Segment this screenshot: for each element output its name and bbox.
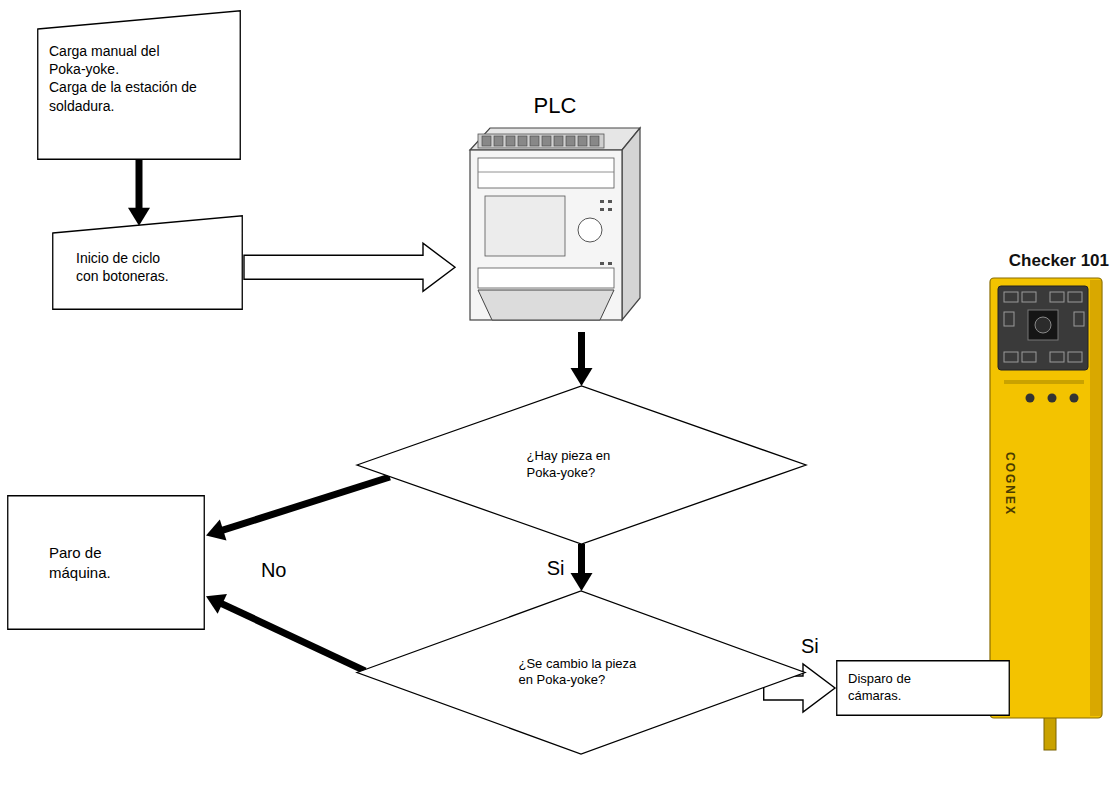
product-name: Checker 101 (1009, 252, 1109, 271)
block-arrow (244, 243, 455, 291)
arrow-connector (571, 544, 593, 591)
arrow-shaft (578, 332, 585, 370)
node-outline (7, 495, 205, 630)
arrow-head (571, 368, 593, 386)
decision-diamond: ¿Hay pieza en Poka-yoke? (356, 385, 807, 545)
step-text: Inicio de ciclo con botoneras. (76, 249, 186, 285)
outline-shape (837, 661, 1010, 716)
arrow-shaft (578, 544, 585, 575)
action-text: Disparo de cámaras. (848, 671, 938, 705)
step-text: Carga manual del Poka-yoke. (49, 42, 199, 78)
outline-shape (38, 11, 241, 160)
device-name: PLC (534, 92, 577, 121)
outline-shape (8, 496, 205, 630)
outline-shape (357, 386, 806, 544)
plc-unit: PLC (455, 92, 655, 332)
arrow-connector (206, 477, 390, 541)
action-text: Paro de máquina. (49, 543, 139, 582)
action-box: Disparo de cámaras. (836, 660, 1010, 716)
arrow-shaft (220, 603, 365, 671)
diamond-text-area: ¿Se cambio la pieza en Poka-yoke? (519, 656, 644, 690)
step-text: Carga de la estación de soldadura. (49, 78, 199, 114)
diamond-text-area: ¿Hay pieza en Poka-yoke? (527, 448, 637, 482)
arrow-connector (206, 594, 365, 671)
arrow-head (128, 208, 150, 226)
manual-input-box: Carga manual del Poka-yoke.Carga de la e… (37, 10, 241, 160)
question-text: ¿Se cambio la pieza en Poka-yoke? (519, 656, 644, 690)
brand-text: COGNEX (1003, 452, 1016, 516)
arrow-shaft (136, 160, 143, 210)
branch-label: Si (544, 557, 568, 579)
outline-shape (357, 591, 805, 754)
plc-illustration (470, 128, 640, 320)
branch-label: Si (798, 635, 822, 657)
stop-box: Paro de máquina. (7, 495, 205, 630)
manual-input-box: Inicio de ciclo con botoneras. (52, 215, 243, 310)
decision-diamond: ¿Se cambio la pieza en Poka-yoke? (356, 590, 806, 755)
arrow-head (571, 573, 593, 591)
outline-shape (53, 216, 243, 310)
arrow-connector (571, 332, 593, 386)
question-text: ¿Hay pieza en Poka-yoke? (527, 448, 637, 482)
block-arrow-connector (244, 243, 455, 291)
arrow-connector (128, 160, 150, 226)
arrow-shaft (221, 477, 390, 531)
branch-label: No (258, 559, 290, 581)
